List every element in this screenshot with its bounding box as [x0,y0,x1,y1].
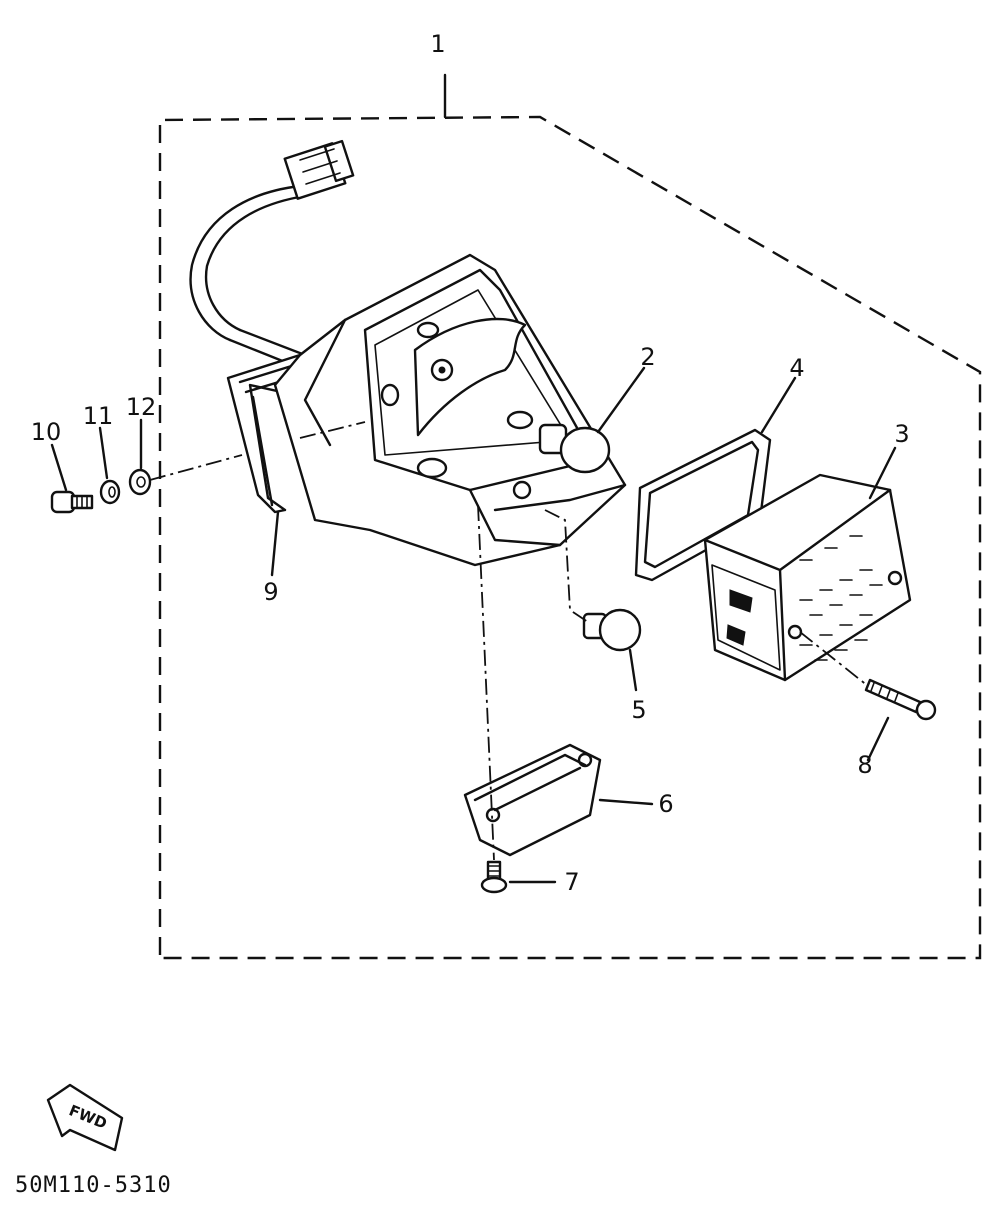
taillight-housing [273,253,627,567]
callout-6: 6 [658,790,673,818]
bulb-part-5 [582,608,642,652]
screw-7-axis [477,504,495,861]
bulb-part-2 [538,423,611,474]
callout-1: 1 [430,30,445,58]
license-lens-part-6 [463,743,602,857]
callout-4: 4 [789,354,804,382]
callout-9: 9 [263,578,278,606]
drawing-code: 50M110-5310 [15,1173,172,1198]
leader-4 [760,376,797,434]
screw-part-7 [480,860,508,894]
callout-7: 7 [564,868,579,896]
leader-8 [866,716,890,762]
callout-5: 5 [631,696,646,724]
washer-part-12 [128,468,152,496]
wire-harness [189,139,355,370]
leader-9 [270,510,280,577]
fastener-axis [149,421,366,481]
leader-5 [628,648,638,692]
bulb-5-axis [544,509,589,623]
lock-washer-part-11 [99,479,121,505]
lens-part-3 [703,473,912,682]
callout-8: 8 [857,751,872,779]
leader-11 [98,426,109,480]
leader-6 [598,798,654,806]
callout-3: 3 [894,420,909,448]
assembly-boundary [158,115,982,960]
leader-3 [868,446,897,500]
screw-8-axis [799,631,869,687]
callout-10: 10 [31,418,62,446]
bolt-part-10 [50,490,94,514]
screw-part-8 [864,678,937,721]
leader-10 [50,443,68,492]
callout-2: 2 [640,343,655,371]
callout-11: 11 [83,402,114,430]
forward-arrow-icon: FWD [46,1083,124,1152]
callout-12: 12 [126,393,157,421]
leader-2 [596,366,646,434]
